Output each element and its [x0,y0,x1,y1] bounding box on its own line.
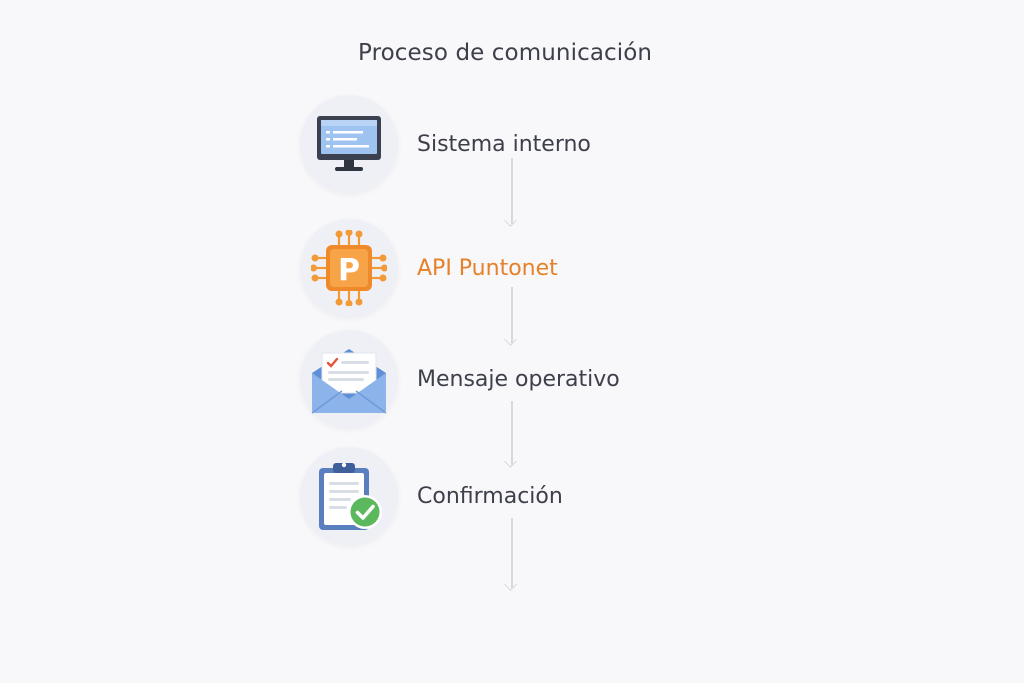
step-label: Sistema interno [417,131,591,157]
step-mensaje-operativo: Mensaje operativo [300,330,620,428]
step-sistema-interno: Sistema interno [300,95,591,193]
step-label: Mensaje operativo [417,366,620,392]
api-chip-icon: P [311,230,387,306]
connector-arrow [504,158,520,228]
connector-arrow [504,401,520,469]
monitor-icon [317,116,381,171]
step-label-highlight: API Puntonet [417,255,558,281]
step-confirmacion: Confirmación [300,447,563,545]
connector-arrow [504,518,520,592]
step-api-puntonet: P API Puntonet [300,219,558,317]
step-icon-container [300,330,398,428]
step-icon-container [300,95,398,193]
api-chip-letter: P [338,253,360,288]
step-icon-container [300,447,398,545]
clipboard-check-icon [319,462,382,530]
connector-arrow [504,287,520,347]
diagram-title: Proceso de comunicación [358,40,653,66]
step-icon-container: P [300,219,398,317]
step-label: Confirmación [417,483,563,509]
envelope-icon [311,349,387,414]
